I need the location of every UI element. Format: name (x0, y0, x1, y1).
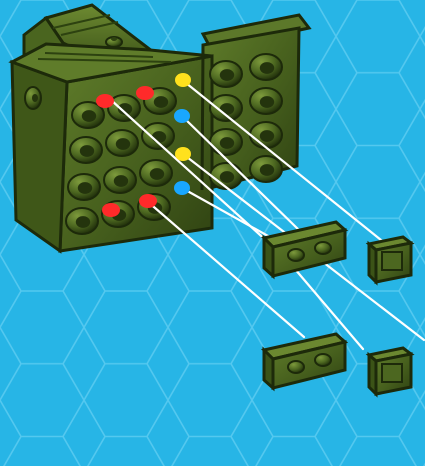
stud-socket (113, 175, 129, 187)
stud-socket (149, 168, 165, 180)
stud-socket (81, 110, 97, 122)
guide-line (145, 199, 306, 339)
yellow-marker-dot (175, 147, 191, 161)
red-marker-dot (139, 194, 157, 208)
red-marker-dot (136, 86, 154, 100)
yellow-marker-dot (175, 73, 191, 87)
side-round-stud (24, 86, 42, 110)
stud-socket (259, 130, 275, 142)
stud-socket (151, 131, 167, 143)
top-groove-lines (37, 14, 172, 63)
brick-assembly (8, 3, 312, 254)
stud-socket (115, 138, 131, 150)
blue-marker-dot (174, 181, 190, 195)
panel-separator (200, 49, 205, 191)
stud-socket (79, 145, 95, 157)
blue-marker-dot (174, 109, 190, 123)
stud-socket (75, 216, 91, 228)
stud-socket (259, 96, 275, 108)
guide-line (109, 98, 272, 246)
stud-socket (259, 62, 275, 74)
stud-socket (153, 96, 169, 108)
stud-socket (219, 171, 235, 183)
stud-socket (117, 103, 133, 115)
red-marker-dot (96, 94, 114, 108)
plate-1x1-bottom (365, 346, 415, 398)
stud-socket (77, 182, 93, 194)
plate-1x1-top (365, 235, 415, 286)
small-parts (261, 220, 415, 398)
stud-socket (259, 164, 275, 176)
guide-line (184, 81, 388, 246)
stud-socket (219, 69, 235, 81)
plate-1x2-top (261, 220, 349, 280)
guide-line (181, 115, 303, 234)
marker-dots (96, 73, 191, 217)
stud-socket (219, 137, 235, 149)
top-small-stud (105, 36, 123, 48)
plate-1x2-bottom (261, 332, 349, 392)
red-marker-dot (102, 203, 120, 217)
